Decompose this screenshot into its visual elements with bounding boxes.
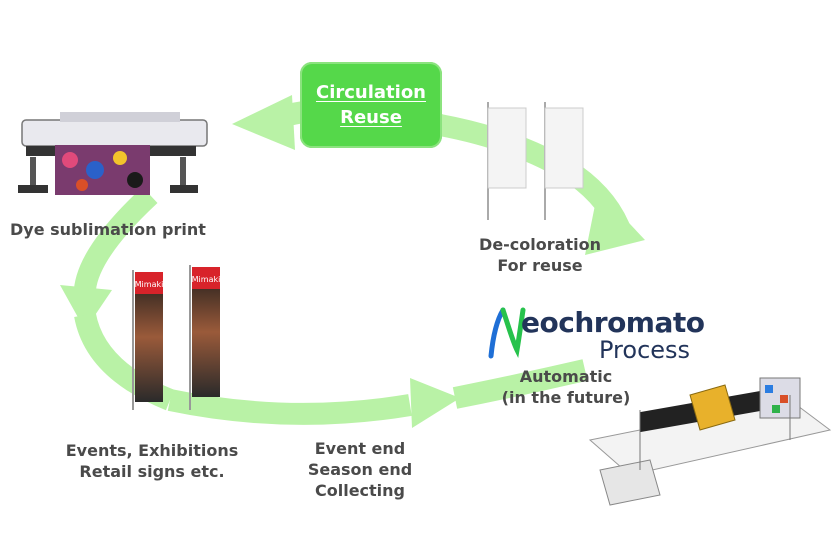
- printed-banner-icon: Mimaki Mimaki: [132, 265, 221, 410]
- events-label-line-2: Retail signs etc.: [79, 462, 225, 481]
- center-line-1: Circulation: [315, 82, 426, 103]
- printer-icon: [18, 112, 208, 195]
- neochromato-logo: eochromato Process: [487, 302, 707, 364]
- white-banner-icon: [487, 102, 584, 220]
- decoloring-machine-icon: [588, 377, 832, 506]
- arrow-bottom-arc: [167, 389, 412, 425]
- print-label: Dye sublimation print: [10, 219, 206, 240]
- banner-brand-1: Mimaki: [135, 280, 164, 289]
- events-label-line-1: Events, Exhibitions: [65, 441, 239, 460]
- logo-word: eochromato: [521, 306, 705, 339]
- logo-process: Process: [599, 336, 691, 364]
- automatic-label: Automatic (in the future): [491, 366, 641, 408]
- decolor-label: De-coloration For reuse: [470, 234, 610, 276]
- arrow-right-head: [585, 190, 645, 255]
- decolor-label-line-1: De-coloration: [479, 235, 601, 254]
- banner-brand-2: Mimaki: [192, 275, 221, 284]
- automatic-label-line-1: Automatic: [519, 367, 613, 386]
- center-line-2: Reuse: [340, 107, 402, 128]
- print-label-line-1: Dye sublimation print: [10, 220, 206, 239]
- decolor-label-line-2: For reuse: [497, 256, 583, 275]
- circulation-reuse-badge: Circulation Reuse: [300, 62, 442, 148]
- collect-label-line-3: Collecting: [314, 481, 405, 500]
- arrow-bottom-head: [410, 378, 460, 428]
- collect-label-line-1: Event end: [314, 439, 406, 458]
- arrow-top-head: [232, 95, 295, 150]
- collect-label: Event end Season end Collecting: [300, 438, 420, 501]
- arrow-left-head: [60, 285, 112, 330]
- automatic-label-line-2: (in the future): [501, 388, 631, 407]
- collect-label-line-2: Season end: [307, 460, 413, 479]
- arrow-bottom-right: [452, 359, 588, 409]
- logo-n-mark-icon: [488, 307, 526, 359]
- events-label: Events, Exhibitions Retail signs etc.: [52, 440, 252, 482]
